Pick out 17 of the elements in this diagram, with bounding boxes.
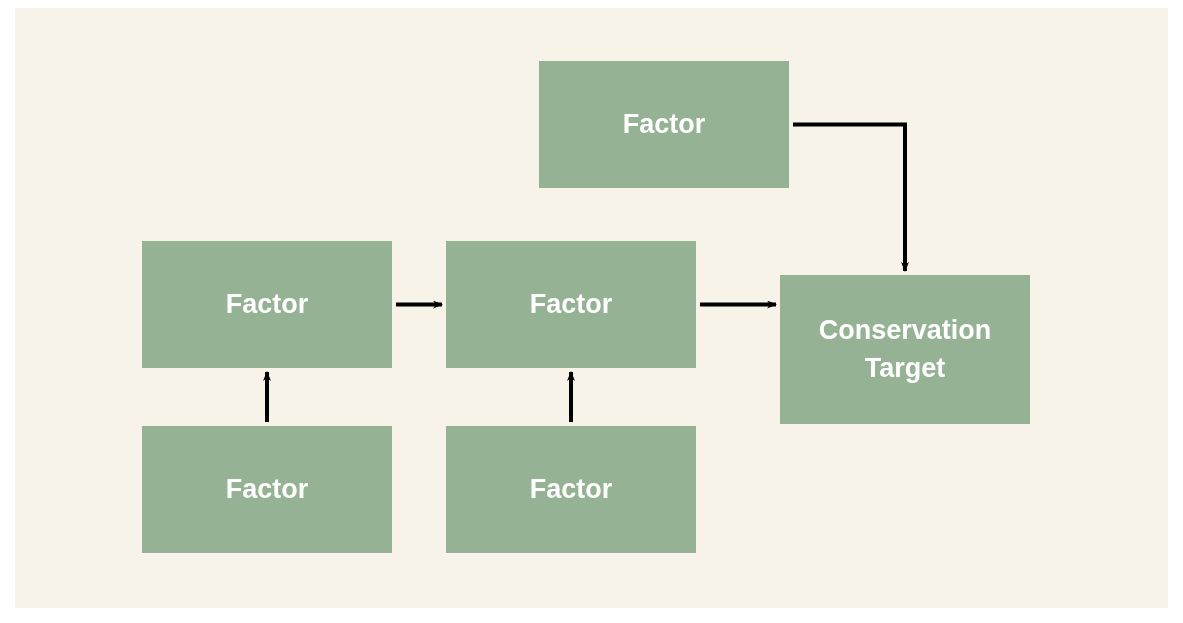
arrow: [396, 300, 443, 309]
arrow: [793, 122, 909, 272]
factor-box: [142, 241, 392, 368]
arrow: [567, 371, 575, 422]
factor-box: [446, 241, 696, 368]
box-label: Factor: [529, 287, 613, 321]
arrow: [700, 300, 777, 309]
box-label: Factor: [225, 472, 309, 506]
factor-box: [539, 61, 789, 188]
factor-box: [446, 426, 696, 553]
arrow: [263, 371, 271, 422]
box-label: Factor: [529, 472, 613, 506]
target-box: [780, 275, 1030, 424]
factor-box: [142, 426, 392, 553]
box-label: Factor: [622, 107, 706, 141]
box-label: Conservation Target: [817, 313, 993, 385]
box-label: Factor: [225, 287, 309, 321]
